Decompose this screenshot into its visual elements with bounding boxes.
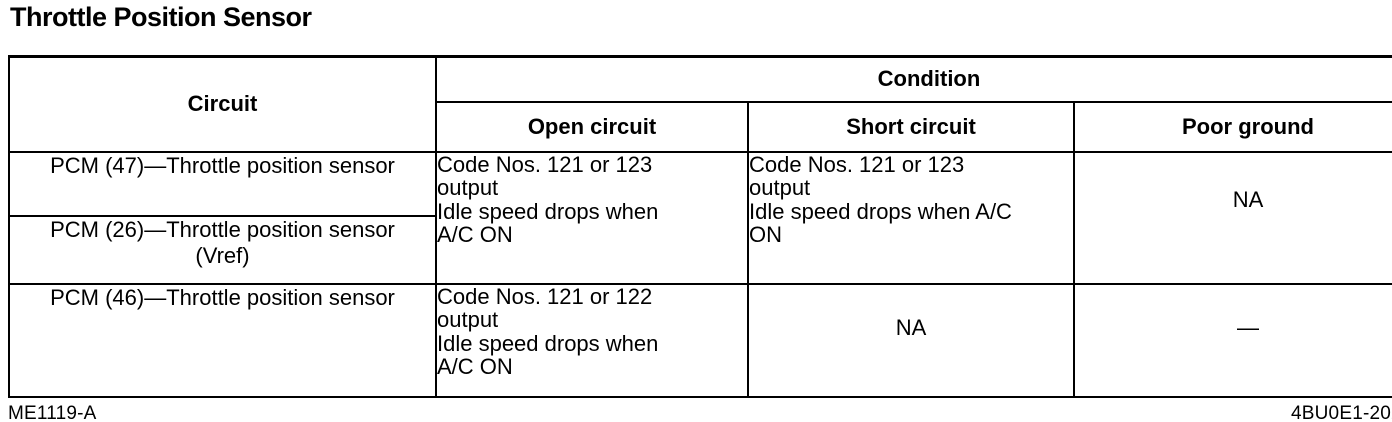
figure-code-right: 4BU0E1-202 [1291,403,1392,422]
open-circuit-cell-rows-1-2: Code Nos. 121 or 123 output Idle speed d… [435,150,749,285]
circuit-cell-pcm-47: PCM (47)—Throttle position sensor [8,150,437,217]
tps-condition-table: Circuit Condition Open circuit Short cir… [8,55,1392,398]
short-circuit-cell-row-3: NA [747,282,1075,398]
figure-code-left: ME1119-A [8,403,97,422]
open-circuit-cell-row-3: Code Nos. 121 or 122 output Idle speed d… [435,282,749,398]
table-row: PCM (47)—Throttle position sensor Code N… [8,150,1392,285]
circuit-cell-pcm-46: PCM (46)—Throttle position sensor [8,282,437,398]
poor-ground-cell-rows-1-2: NA [1073,150,1392,285]
short-circuit-cell-rows-1-2: Code Nos. 121 or 123 output Idle speed d… [747,150,1075,285]
table-header-row-condition: Circuit Condition [8,55,1392,153]
circuit-cell-pcm-26: PCM (26)—Throttle position sensor (Vref) [8,214,437,285]
table-row: PCM (46)—Throttle position sensor Code N… [8,282,1392,398]
short-circuit-header-cell: Short circuit [747,100,1075,153]
table-header-row-subconditions: Open circuit Short circuit Poor ground [9,100,1392,153]
table-row: PCM (26)—Throttle position sensor (Vref) [8,214,1392,285]
condition-header-cell: Condition [435,55,1392,103]
open-circuit-header-cell: Open circuit [435,100,749,153]
page-title: Throttle Position Sensor [10,2,312,32]
poor-ground-header-cell: Poor ground [1073,100,1392,153]
circuit-header-cell: Circuit [8,55,437,153]
poor-ground-cell-row-3: — [1073,282,1392,398]
